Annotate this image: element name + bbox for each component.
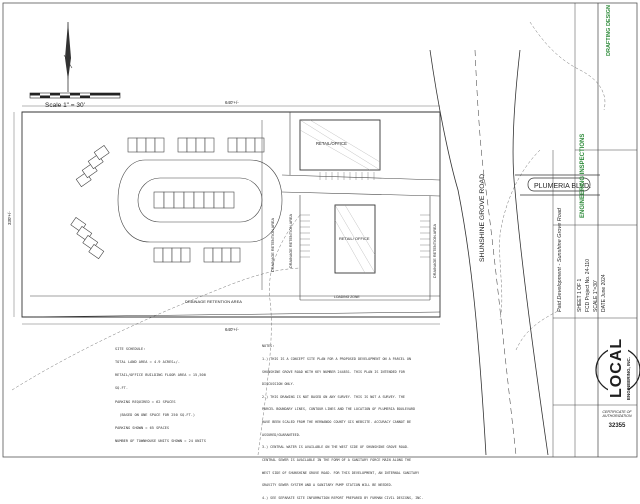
scale-label: Scale 1" = 30'	[45, 102, 85, 109]
street-label: PLUMERIA BLVD.	[534, 183, 591, 190]
site-plan-drawing: Scale 1" = 30' 640'+/- 640'+/- 330'+/- S…	[2, 2, 640, 458]
note-line: GRAVITY SEWER SYSTEM AND A SANITARY PUMP…	[262, 483, 393, 488]
dimension-bottom: 640'+/-	[225, 327, 239, 332]
general-notes: NOTES: 1.) THIS IS A CONCEPT SITE PLAN F…	[262, 336, 423, 504]
drainage-label-right: DRAINAGE RETENTION AREA	[433, 224, 437, 278]
townhouse-units	[70, 137, 265, 263]
schedule-line: NUMBER OF TOWNHOUSE UNITS SHOWN = 24 UNI…	[115, 439, 206, 444]
note-line: 3.) CENTRAL WATER IS AVAILABLE ON THE WE…	[262, 445, 409, 450]
company-logo	[595, 335, 640, 401]
date-cell: DATE June 2024	[601, 274, 607, 312]
note-line: ASSURED/GUARANTEED.	[262, 432, 301, 437]
schedule-line: (BASED ON ONE SPACE FOR 250 SQ.FT.)	[115, 412, 196, 417]
logo-subtitle: ENGINEERING, INC.	[626, 356, 631, 400]
title-block	[552, 3, 637, 457]
note-line: NOTES:	[262, 344, 275, 349]
schedule-line: PARKING REQUIRED = 62 SPACES	[115, 399, 176, 404]
dimension-top: 640'+/-	[225, 100, 239, 105]
north-arrow	[63, 22, 73, 92]
sheet-number: SHEET 1 OF 1	[577, 278, 583, 312]
parking-stalls	[300, 172, 430, 258]
dimension-left: 330'+/-	[7, 211, 12, 225]
road-label: SHUNSHINE GROVE ROAD	[479, 174, 486, 262]
certificate-number: 32355	[608, 423, 626, 429]
building-1-label: RETAIL/OFFICE	[316, 141, 347, 146]
loading-zone-label: LOADING ZONE	[334, 295, 360, 299]
schedule-line: PARKING SHOWN = 65 SPACES	[115, 426, 170, 431]
drainage-label-bottom: DRAINAGE RETENTION AREA	[185, 299, 242, 304]
drainage-label-center: DRAINAGE RETENTION AREA	[271, 218, 275, 272]
sheet-border	[2, 2, 638, 458]
parcel-boundary	[21, 111, 441, 318]
schedule-line: SQ.FT.	[115, 386, 128, 391]
project-title: Paid Development - Sunshine Grove Road	[557, 208, 563, 312]
project-number: FCD Project No. 24-110	[585, 259, 591, 312]
note-line: DISCUSSION ONLY.	[262, 382, 295, 387]
road-plumeria	[515, 174, 600, 196]
scale-bar	[29, 92, 121, 99]
drainage-areas	[30, 120, 441, 297]
drainage-label-left: DRAINAGE RETENTION AREA	[289, 214, 293, 268]
schedule-line: RETAIL/OFFICE BUILDING FLOOR AREA = 15,5…	[115, 373, 206, 378]
note-line: SHUNSHINE GROVE ROAD WITH KEY NUMBER 244…	[262, 369, 405, 374]
note-line: 1.) THIS IS A CONCEPT SITE PLAN FOR A PR…	[262, 357, 412, 362]
driveway	[117, 112, 441, 301]
road-shunshine-grove	[429, 49, 549, 456]
dimension-lines	[13, 105, 440, 325]
certificate-label: CERTIFICATE OF AUTHORIZATION	[602, 410, 632, 419]
schedule-line: TOTAL LAND AREA = 4.9 ACRES+/-	[115, 360, 180, 365]
firm-name: ENGINEERING INSPECTIONS	[580, 133, 586, 218]
note-line: 4.) SEE SEPARATE SITE INFORMATION REPORT…	[262, 495, 424, 500]
street-label-box	[527, 177, 591, 192]
logo-word: LOCAL	[608, 337, 625, 398]
schedule-line: SITE SCHEDULE:	[115, 346, 146, 351]
revision-header: DRAFTING DESIGN	[606, 4, 612, 56]
building-2-label: RETAIL/ OFFICE	[339, 236, 370, 241]
scale-cell: SCALE 1"=30'	[593, 280, 599, 312]
note-line: 2.) THIS DRAWING IS NOT BASED ON ANY SUR…	[262, 394, 405, 399]
note-line: PARCEL BOUNDARY LINES, CONTOUR LINES AND…	[262, 407, 416, 412]
site-schedule: SITE SCHEDULE: TOTAL LAND AREA = 4.9 ACR…	[115, 338, 206, 448]
note-line: HAVE BEEN SCALED FROM THE HERNANDO COUNT…	[262, 420, 412, 425]
note-line: WEST SIDE OF SHUNSHINE GROVE ROAD. FOR T…	[262, 470, 420, 475]
